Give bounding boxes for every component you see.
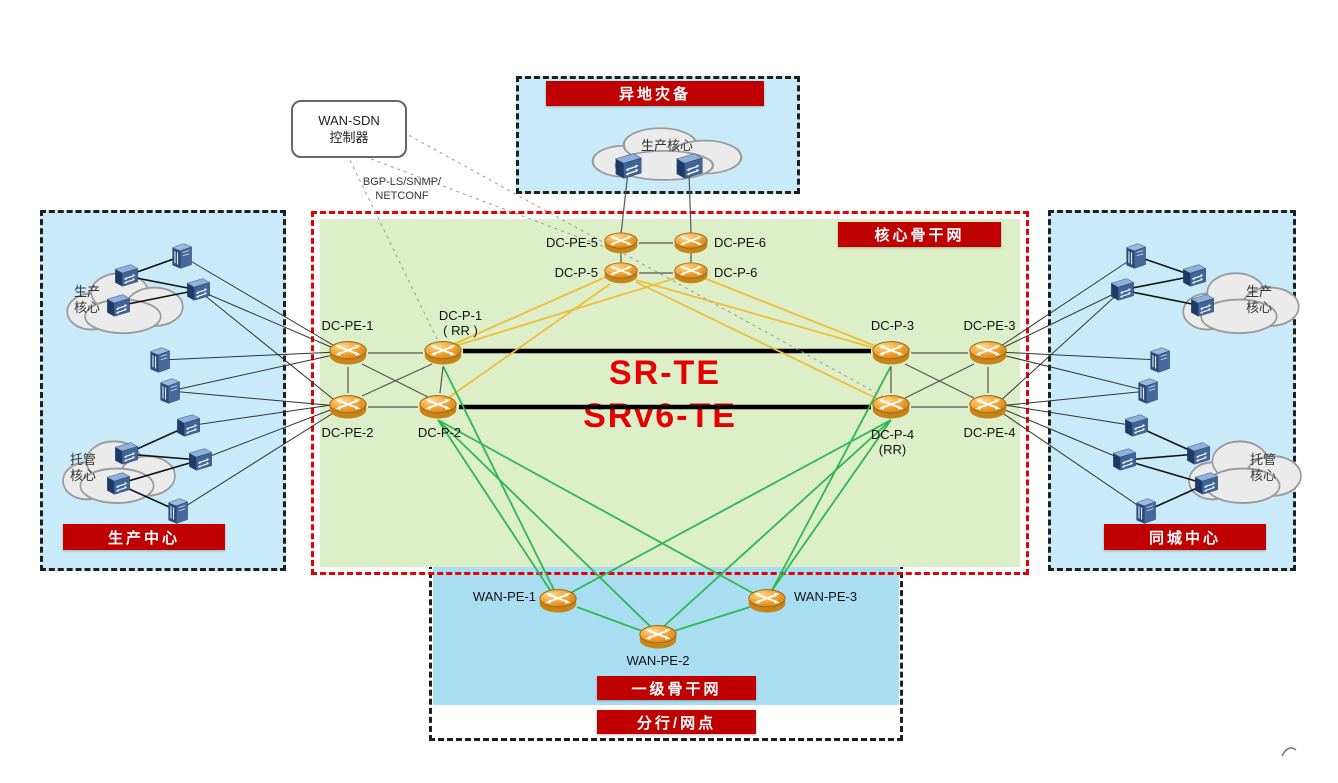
- server-icon-left-4: [166, 497, 190, 526]
- region-city-center: [1048, 210, 1296, 571]
- switch-icon-left-1: [184, 276, 212, 303]
- title-production-center: 生产中心: [63, 524, 225, 550]
- switch-icon-left-cloud1a: [112, 262, 140, 289]
- server-icon-right-2: [1148, 346, 1172, 375]
- protocols-line2: NETCONF: [375, 190, 429, 202]
- wan-sdn-controller-box: WAN-SDN 控制器: [291, 100, 407, 158]
- cloud-label-right-production: 生产核心: [1246, 284, 1273, 315]
- switch-icon-left-cloud2a: [112, 440, 140, 467]
- controller-name-line1: WAN-SDN: [318, 113, 380, 128]
- server-icon-right-4: [1134, 497, 1158, 526]
- router-icon-wan-pe-3: [747, 586, 787, 616]
- pen-mark: [1281, 747, 1297, 757]
- router-icon-wan-pe-2: [638, 622, 678, 652]
- node-label-dc-p-2: DC-P-2: [417, 425, 462, 440]
- node-label-dc-p-3: DC-P-3: [870, 318, 915, 333]
- switch-icon-left-cloud2b: [104, 470, 132, 497]
- controller-name-line2: 控制器: [329, 130, 369, 145]
- switch-icon-left-2: [174, 412, 202, 439]
- switch-icon-right-1: [1108, 276, 1136, 303]
- node-label-dc-pe-4: DC-PE-4: [963, 425, 1016, 440]
- node-label-dc-p-4-rr: (RR): [878, 442, 907, 457]
- router-icon-wan-pe-1: [538, 586, 578, 616]
- server-icon-right-1: [1124, 242, 1148, 271]
- router-icon-dc-pe-6: [673, 230, 709, 256]
- router-icon-dc-pe-2: [328, 392, 368, 422]
- switch-icon-right-cloud1a: [1180, 262, 1208, 289]
- core-overlay-sr-te: SR-TE: [609, 354, 721, 392]
- switch-icon-right-3: [1110, 446, 1138, 473]
- switch-icon-right-cloud1b: [1188, 292, 1216, 319]
- node-label-dc-p-4-name: DC-P-4: [870, 427, 915, 442]
- cloud-label-dr: 生产核心: [640, 138, 693, 153]
- core-overlay-srv6-te: SRv6-TE: [583, 397, 737, 435]
- switch-icon-right-2: [1122, 412, 1150, 439]
- controller-protocols-label: BGP-LS/SNMP/ NETCONF: [342, 175, 462, 203]
- node-label-dc-p-1-rr: ( RR ): [443, 323, 478, 338]
- node-label-dc-pe-3: DC-PE-3: [963, 318, 1016, 333]
- title-disaster-recovery: 异地灾备: [546, 81, 764, 106]
- switch-icon-left-cloud1b: [104, 292, 132, 319]
- node-label-dc-pe-5: DC-PE-5: [545, 235, 598, 250]
- router-icon-dc-p-3: [871, 338, 911, 368]
- title-tier1-backbone: 一级骨干网: [597, 676, 756, 700]
- protocols-line1: BGP-LS/SNMP/: [362, 176, 442, 188]
- node-label-dc-p-4: DC-P-4 (RR): [845, 427, 940, 457]
- router-icon-dc-pe-4: [968, 392, 1008, 422]
- node-label-dc-pe-6: DC-PE-6: [714, 235, 767, 250]
- server-icon-left-3: [158, 377, 182, 406]
- title-city-center: 同城中心: [1104, 524, 1266, 550]
- switch-icon-dr-1: [612, 151, 644, 181]
- server-icon-right-3: [1136, 377, 1160, 406]
- cloud-label-right-hosted: 托管核心: [1250, 452, 1277, 483]
- switch-icon-dr-2: [673, 151, 705, 181]
- node-label-dc-p-1: DC-P-1 ( RR ): [413, 308, 508, 338]
- cloud-label-left-hosted: 托管核心: [70, 452, 97, 483]
- router-icon-dc-p-5: [603, 260, 639, 286]
- router-icon-dc-pe-1: [328, 338, 368, 368]
- title-core-backbone: 核心骨干网: [838, 222, 1001, 247]
- node-label-dc-p-6: DC-P-6: [714, 265, 758, 280]
- switch-icon-right-cloud2b: [1192, 470, 1220, 497]
- switch-icon-left-3: [186, 446, 214, 473]
- node-label-dc-p-1-name: DC-P-1: [438, 308, 483, 323]
- node-label-wan-pe-2: WAN-PE-2: [626, 653, 690, 668]
- title-branch: 分行/网点: [597, 710, 756, 734]
- router-icon-dc-pe-3: [968, 338, 1008, 368]
- router-icon-dc-p-4: [871, 392, 911, 422]
- node-label-dc-pe-2: DC-PE-2: [321, 425, 374, 440]
- node-label-wan-pe-1: WAN-PE-1: [472, 589, 536, 604]
- router-icon-dc-pe-5: [603, 230, 639, 256]
- node-label-dc-pe-1: DC-PE-1: [321, 318, 374, 333]
- router-icon-dc-p-2: [418, 392, 458, 422]
- cloud-label-left-production: 生产核心: [74, 284, 101, 315]
- server-icon-left-2: [148, 346, 172, 375]
- router-icon-dc-p-6: [673, 260, 709, 286]
- node-label-dc-p-5: DC-P-5: [554, 265, 598, 280]
- node-label-wan-pe-3: WAN-PE-3: [794, 589, 858, 604]
- router-icon-dc-p-1: [423, 338, 463, 368]
- switch-icon-right-cloud2a: [1184, 440, 1212, 467]
- server-icon-left-1: [170, 242, 194, 271]
